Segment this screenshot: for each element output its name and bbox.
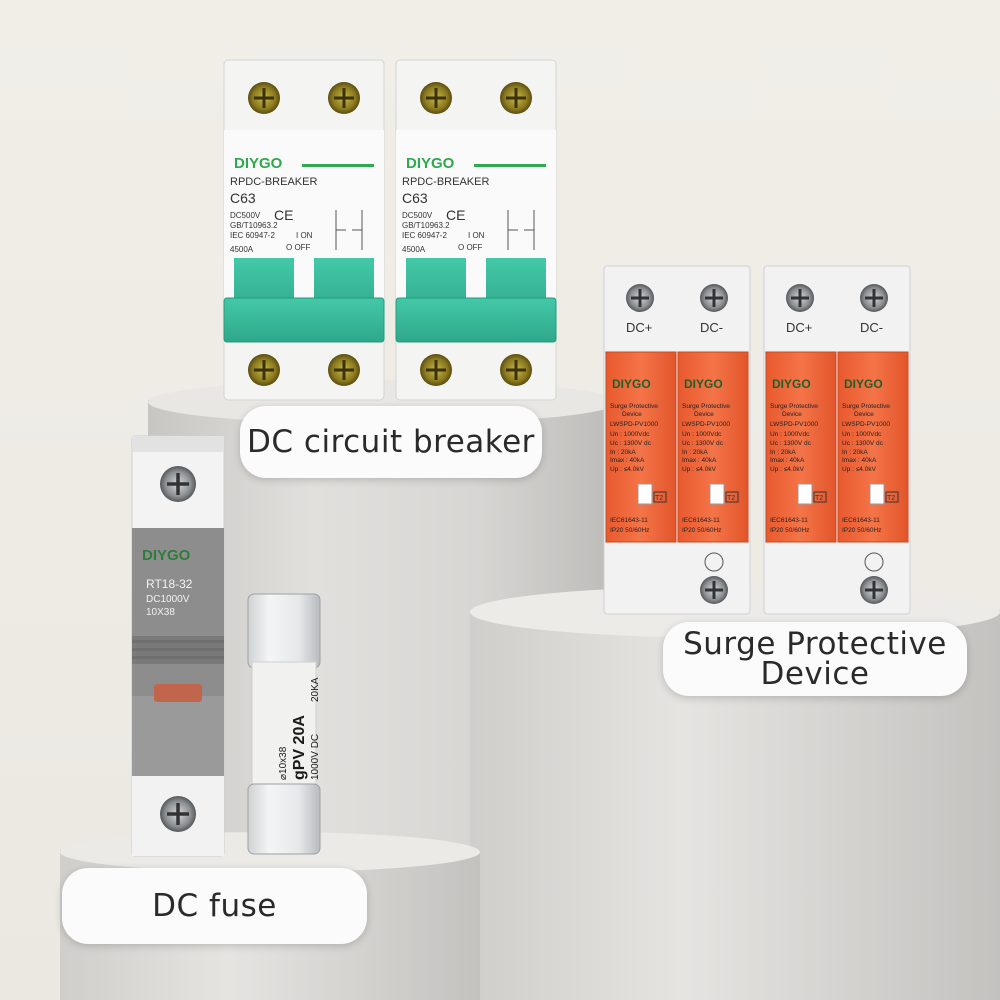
fuse-rating: gPV 20A xyxy=(291,715,308,780)
spd-pos: DC+ xyxy=(786,320,812,335)
fuse-holder: DIYGO RT18-32 DC1000V 10X38 xyxy=(131,435,225,857)
label-breaker-text: DC circuit breaker xyxy=(247,424,535,460)
fuse-volt: 1000V DC xyxy=(310,734,321,780)
spd-uc: Uc : 1300V dc xyxy=(770,440,812,447)
spd-imax: Imax : 40kA xyxy=(770,457,805,464)
fuse-holder-model: RT18-32 xyxy=(146,577,193,591)
breaker-std2: IEC 60947-2 xyxy=(230,231,275,240)
spd-pos: DC+ xyxy=(626,320,652,335)
spd-brand: DIYGO xyxy=(612,377,651,391)
breaker-voltage: DC500V xyxy=(402,211,433,220)
spd-std: IEC61643-11 xyxy=(682,517,720,524)
label-spd-line2: Device xyxy=(760,656,870,692)
spd-title1: Surge Protective xyxy=(842,403,890,410)
spd-up: Up : ≤4.0kV xyxy=(770,466,805,473)
spd-imax: Imax : 40kA xyxy=(842,457,877,464)
spd-std: IEC61643-11 xyxy=(770,517,808,524)
fuse-size: ⌀10x38 xyxy=(278,746,289,780)
spd-title1: Surge Protective xyxy=(770,403,818,410)
breaker-capacity: 4500A xyxy=(402,245,426,254)
spd-title2: Device xyxy=(854,411,874,418)
svg-text:CE: CE xyxy=(446,207,465,223)
fuse-holder-voltage: DC1000V xyxy=(146,594,190,605)
spd-neg: DC- xyxy=(860,320,883,335)
spd-in: In : 20kA xyxy=(770,449,796,456)
label-dc-fuse: DC fuse xyxy=(62,868,367,944)
spd-title2: Device xyxy=(694,411,714,418)
label-fuse-text: DC fuse xyxy=(152,888,277,924)
circuit-breaker-right: DIYGO RPDC-BREAKER C63 DC500V CE GB/T109… xyxy=(395,59,557,401)
breaker-brand: DIYGO xyxy=(406,155,455,172)
breaker-voltage: DC500V xyxy=(230,211,261,220)
spd-class: T2 xyxy=(887,495,895,502)
spd-un: Un : 1000Vdc xyxy=(610,431,650,438)
spd-un: Un : 1000Vdc xyxy=(682,431,722,438)
breaker-on: I ON xyxy=(296,231,313,240)
spd-ip: IP20 50/60Hz xyxy=(770,527,809,534)
spd-title1: Surge Protective xyxy=(610,403,658,410)
surge-protector-right: DC+ DC- DIYGO DIYGO Surge Protective Sur… xyxy=(763,265,911,615)
fuse-ka: 20KA xyxy=(310,677,321,702)
spd-in: In : 20kA xyxy=(610,449,636,456)
fuse-holder-size: 10X38 xyxy=(146,607,175,618)
spd-std: IEC61643-11 xyxy=(610,517,648,524)
spd-ip: IP20 50/60Hz xyxy=(682,527,721,534)
spd-uc: Uc : 1300V dc xyxy=(682,440,724,447)
breaker-rating: C63 xyxy=(402,190,428,206)
spd-imax: Imax : 40kA xyxy=(610,457,645,464)
spd-title2: Device xyxy=(622,411,642,418)
fuse-holder-brand: DIYGO xyxy=(142,547,191,564)
spd-model: LWSPD-PV1000 xyxy=(682,421,730,428)
spd-un: Un : 1000Vdc xyxy=(842,431,882,438)
spd-model: LWSPD-PV1000 xyxy=(770,421,818,428)
spd-ip: IP20 50/60Hz xyxy=(610,527,649,534)
surge-protector-left: DC+ DC- DIYGO DIYGO Surge Protective Sur… xyxy=(603,265,751,615)
circuit-breaker-left: DIYGO RPDC-BREAKER C63 DC500V CE GB/T109… xyxy=(223,59,385,401)
spd-brand: DIYGO xyxy=(772,377,811,391)
spd-ip: IP20 50/60Hz xyxy=(842,527,881,534)
spd-neg: DC- xyxy=(700,320,723,335)
fuse-cartridge: gPV 20A ⌀10x38 1000V DC 20KA xyxy=(247,593,321,855)
breaker-model: RPDC-BREAKER xyxy=(402,176,489,188)
breaker-std1: GB/T10963.2 xyxy=(402,221,450,230)
breaker-on: I ON xyxy=(468,231,485,240)
svg-text:CE: CE xyxy=(274,207,293,223)
breaker-capacity: 4500A xyxy=(230,245,254,254)
spd-uc: Uc : 1300V dc xyxy=(610,440,652,447)
spd-class: T2 xyxy=(815,495,823,502)
spd-imax: Imax : 40kA xyxy=(682,457,717,464)
spd-std: IEC61643-11 xyxy=(842,517,880,524)
spd-title1: Surge Protective xyxy=(682,403,730,410)
spd-in: In : 20kA xyxy=(842,449,868,456)
label-spd-line1: Surge Protective xyxy=(683,626,947,662)
spd-up: Up : ≤4.0kV xyxy=(610,466,645,473)
spd-class: T2 xyxy=(727,495,735,502)
spd-brand: DIYGO xyxy=(844,377,883,391)
breaker-rating: C63 xyxy=(230,190,256,206)
spd-un: Un : 1000Vdc xyxy=(770,431,810,438)
spd-title2: Device xyxy=(782,411,802,418)
spd-model: LWSPD-PV1000 xyxy=(610,421,658,428)
breaker-std2: IEC 60947-2 xyxy=(402,231,447,240)
spd-up: Up : ≤4.0kV xyxy=(842,466,877,473)
spd-class: T2 xyxy=(655,495,663,502)
spd-in: In : 20kA xyxy=(682,449,708,456)
label-surge-protective-device: Surge Protective Device xyxy=(663,622,967,696)
breaker-off: O OFF xyxy=(286,243,311,252)
breaker-std1: GB/T10963.2 xyxy=(230,221,278,230)
breaker-model: RPDC-BREAKER xyxy=(230,176,317,188)
spd-model: LWSPD-PV1000 xyxy=(842,421,890,428)
spd-uc: Uc : 1300V dc xyxy=(842,440,884,447)
spd-up: Up : ≤4.0kV xyxy=(682,466,717,473)
breaker-brand: DIYGO xyxy=(234,155,283,172)
spd-brand: DIYGO xyxy=(684,377,723,391)
breaker-off: O OFF xyxy=(458,243,483,252)
label-dc-circuit-breaker: DC circuit breaker xyxy=(240,406,542,478)
